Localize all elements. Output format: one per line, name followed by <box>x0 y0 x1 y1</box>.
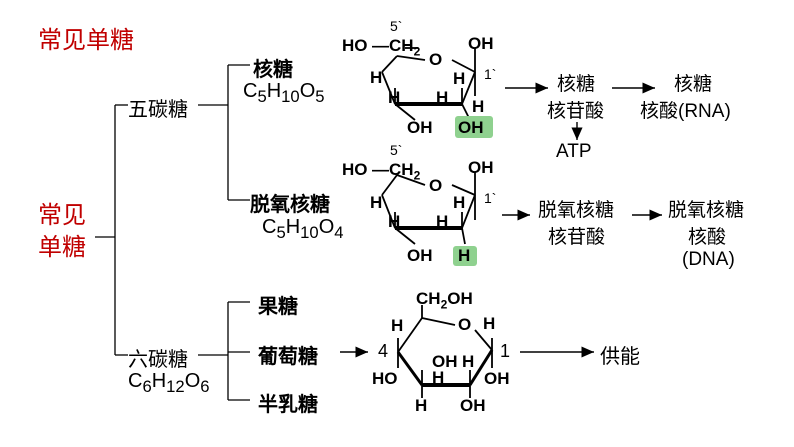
glucose-o: O <box>458 315 472 334</box>
deoxyribose-name: 脱氧核糖 <box>250 194 330 216</box>
deoxy-h-bottom-right: H <box>458 246 471 265</box>
hexose-item-glucose: 葡萄糖 <box>258 346 318 368</box>
deoxy-product1b: 核苷酸 <box>548 227 606 248</box>
deoxy-c1: 1` <box>484 190 497 206</box>
deoxyribose-formula: C5H10O4 <box>262 216 344 242</box>
ribose-formula: C5H10O5 <box>243 80 325 106</box>
deoxy-product2c: (DNA) <box>682 249 735 270</box>
ribose-product2: 核糖 <box>674 74 713 95</box>
ribose-product2b: 核酸(RNA) <box>640 101 731 122</box>
deoxy-product2: 脱氧核糖 <box>668 200 745 221</box>
deoxy-oh-bottom-left: OH <box>407 246 433 265</box>
glucose-ch2oh: CH2OH <box>416 289 473 312</box>
ribose-oh-highlight <box>455 116 493 138</box>
tree-lines <box>95 64 250 401</box>
hexose-item-galactose: 半乳糖 <box>258 394 318 416</box>
ribose-h1: H <box>370 68 383 87</box>
glucose-h-b: H <box>483 314 496 333</box>
pentose-label: 五碳糖 <box>128 99 188 121</box>
ribose-oh-top: OH <box>468 34 494 53</box>
ribose-h2: H <box>453 69 466 88</box>
ribose-ho: HO <box>342 36 368 55</box>
ribose-product1b: 核苷酸 <box>547 101 605 122</box>
glucose-h-a: H <box>391 316 404 335</box>
deoxy-product2b: 核酸 <box>688 227 727 248</box>
glucose-h-d: H <box>432 368 445 387</box>
atp-label: ATP <box>556 141 592 162</box>
root-label: 常见单糖 <box>38 202 86 261</box>
glucose-h-e: H <box>415 396 428 415</box>
deoxy-o: O <box>429 176 443 195</box>
deoxy-ch2: —CH2 <box>372 160 421 183</box>
deoxy-h2: H <box>453 193 466 212</box>
deoxy-c5: 5` <box>390 142 403 158</box>
ribose-o: O <box>429 50 443 69</box>
deoxyribose-ring <box>381 172 476 245</box>
glucose-oh-a: OH <box>432 352 458 371</box>
deoxy-oh-top: OH <box>468 158 494 177</box>
hexose-formula: C6H12O6 <box>128 370 210 396</box>
hexose-item-fructose: 果糖 <box>258 296 298 318</box>
hexose-label: 六碳糖 <box>128 349 188 371</box>
hexose-product: 供能 <box>600 346 640 368</box>
ribose-h5: H <box>472 97 485 116</box>
glucose-oh-c: OH <box>460 396 486 415</box>
glucose-oh-b: OH <box>484 369 510 388</box>
glucose-ring <box>396 305 494 398</box>
ribose-oh-bottom-left: OH <box>407 118 433 137</box>
glucose-h-c: H <box>462 352 475 371</box>
deoxy-product1: 脱氧核糖 <box>538 200 615 221</box>
deoxy-h3: H <box>388 212 401 231</box>
glucose-ho-left: HO <box>372 369 398 388</box>
ribose-c5: 5` <box>390 18 403 34</box>
ribose-c1: 1` <box>484 66 497 82</box>
ribose-h4: H <box>436 88 449 107</box>
glucose-num4: 4 <box>378 341 389 361</box>
deoxyribose-h-highlight <box>453 246 477 266</box>
ribose-oh-bottom-right: OH <box>458 118 484 137</box>
ribose-product1: 核糖 <box>557 74 596 95</box>
deoxy-h4: H <box>436 212 449 231</box>
ribose-h3: H <box>388 88 401 107</box>
glucose-num1: 1 <box>500 341 511 361</box>
deoxy-ho: HO <box>342 160 368 179</box>
page-title: 常见单糖 <box>38 27 134 54</box>
deoxy-h1: H <box>370 193 383 212</box>
ribose-name: 核糖 <box>253 59 293 81</box>
ribose-ch2: —CH2 <box>372 36 421 59</box>
arrows <box>340 82 662 358</box>
